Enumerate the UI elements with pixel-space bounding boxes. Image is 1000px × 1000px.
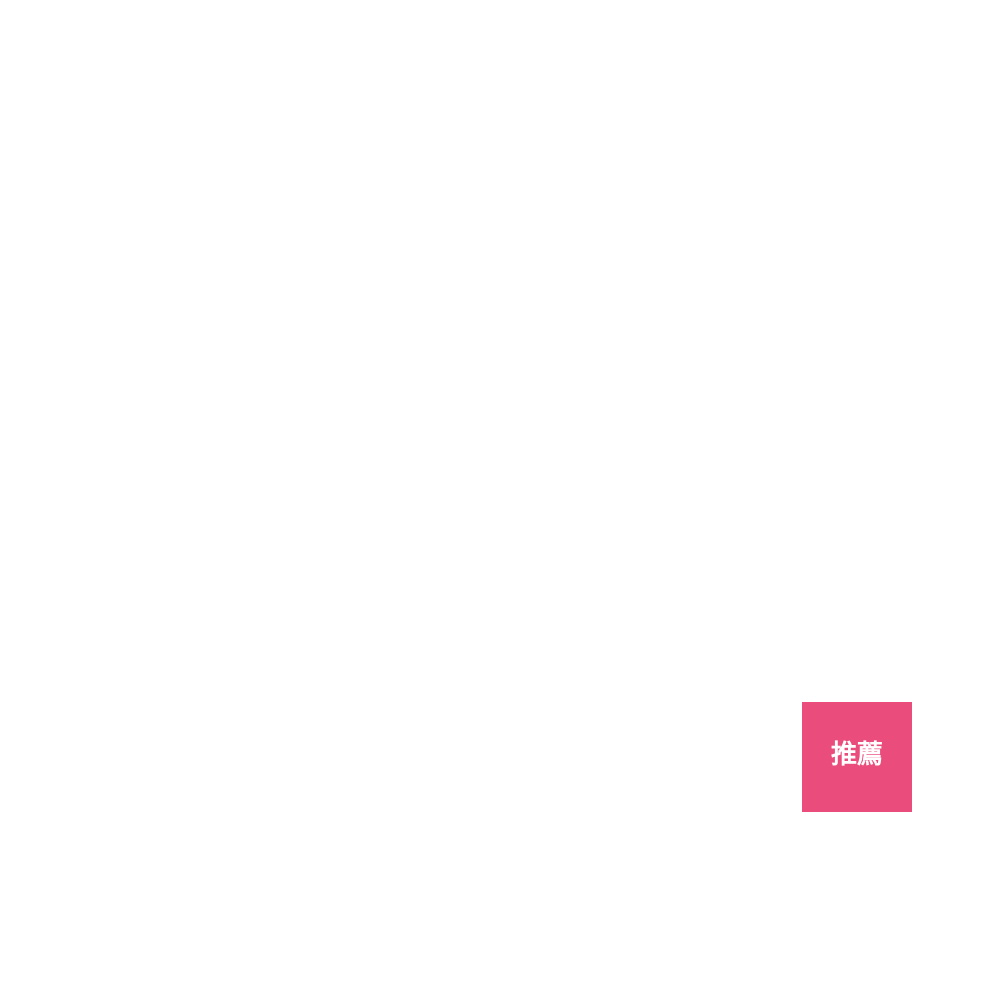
recommend-badge[interactable]: 推薦 [802,702,912,812]
recommend-badge-label: 推薦 [830,740,883,770]
